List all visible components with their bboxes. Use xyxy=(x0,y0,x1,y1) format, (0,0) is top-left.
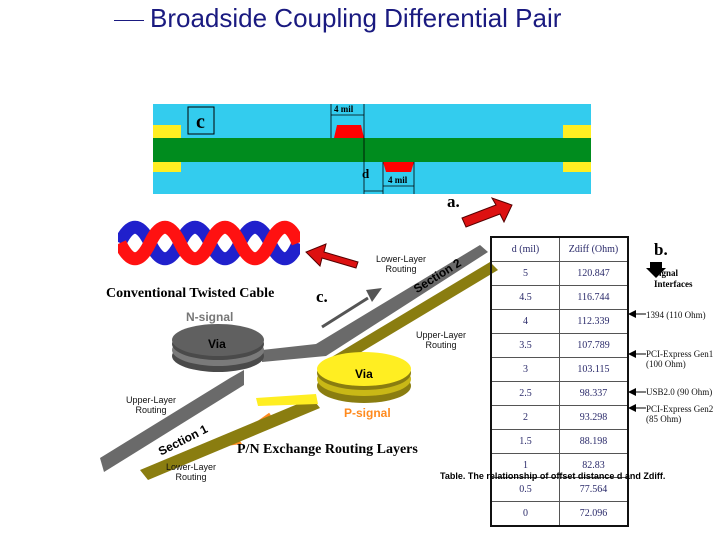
cell-d: 3.5 xyxy=(490,333,560,358)
cell-zdiff: 93.298 xyxy=(559,405,629,430)
cross-section-diagram xyxy=(153,104,591,194)
label-a: a. xyxy=(447,192,460,211)
interface-usb2: USB2.0 (90 Ohm) xyxy=(646,387,713,397)
header-d: d (mil) xyxy=(490,236,560,262)
top-width-label: 4 mil xyxy=(334,104,354,114)
signal-interfaces-label: Signal Interfaces xyxy=(654,268,693,289)
cell-d: 0.5 xyxy=(490,477,560,502)
right-pad-upper xyxy=(563,125,591,138)
cell-d: 5 xyxy=(490,261,560,286)
n-via-label: Via xyxy=(208,337,226,351)
twisted-cable xyxy=(118,220,300,266)
cell-zdiff: 103.115 xyxy=(559,357,629,382)
page-title: Broadside Coupling Differential Pair xyxy=(150,3,562,33)
offset-d-label: d xyxy=(362,166,370,181)
p-via-label: Via xyxy=(355,367,373,381)
cell-zdiff: 116.744 xyxy=(559,285,629,310)
label-c: c. xyxy=(316,287,328,306)
panel-c-box xyxy=(187,106,215,135)
top-trace xyxy=(334,125,364,138)
cell-zdiff: 107.789 xyxy=(559,333,629,358)
arrow-a xyxy=(461,197,513,228)
interface-pcie-gen2: PCI-Express Gen2 (85 Ohm) xyxy=(646,404,714,424)
p-route-section1 xyxy=(140,398,320,480)
upper-layer-routing-right: Upper-Layer Routing xyxy=(415,330,467,350)
cell-d: 2.5 xyxy=(490,381,560,406)
label-b: b. xyxy=(654,240,668,259)
ground-plane xyxy=(153,138,591,162)
n-route-section2 xyxy=(262,245,488,362)
cell-zdiff: 120.847 xyxy=(559,261,629,286)
table-caption: Table. The relationship of offset distan… xyxy=(440,471,666,481)
bottom-width-label: 4 mil xyxy=(388,175,408,185)
p-signal-label: P-signal xyxy=(344,406,391,420)
down-arrow-icon xyxy=(646,262,666,278)
p-wire xyxy=(118,220,300,266)
cell-zdiff: 72.096 xyxy=(559,501,629,527)
interface-pointers xyxy=(628,310,646,412)
left-pad-lower xyxy=(153,162,181,172)
panel-c-label: c xyxy=(196,111,205,133)
cell-zdiff: 88.198 xyxy=(559,429,629,454)
cell-d: 4.5 xyxy=(490,285,560,310)
title-rule xyxy=(114,20,144,21)
upper-layer-routing-left: Upper-Layer Routing xyxy=(125,395,177,415)
n-via xyxy=(172,324,264,356)
cell-d: 3 xyxy=(490,357,560,382)
p-route-section2 xyxy=(330,262,498,372)
cell-d: 1.5 xyxy=(490,429,560,454)
cell-zdiff: 112.339 xyxy=(559,309,629,334)
cell-zdiff: 77.564 xyxy=(559,477,629,502)
cell-zdiff: 98.337 xyxy=(559,381,629,406)
twisted-cable-caption: Conventional Twisted Cable xyxy=(106,286,275,301)
right-pad-lower xyxy=(563,162,591,172)
arrow-lower-layer xyxy=(321,296,369,329)
n-signal-label: N-signal xyxy=(186,310,234,324)
lower-layer-routing-top: Lower-Layer Routing xyxy=(375,254,427,274)
exchange-caption: P/N Exchange Routing Layers xyxy=(237,442,418,457)
lower-layer-routing-bottom: Lower-Layer Routing xyxy=(165,462,217,482)
header-zdiff: Zdiff (Ohm) xyxy=(559,236,629,262)
n-route-section1 xyxy=(100,370,244,472)
p-upper-stub xyxy=(256,394,318,406)
arrow-c xyxy=(305,243,359,269)
interface-1394: 1394 (110 Ohm) xyxy=(646,310,706,320)
p-via xyxy=(317,352,411,386)
cell-d: 0 xyxy=(490,501,560,527)
cell-d: 2 xyxy=(490,405,560,430)
cell-d: 4 xyxy=(490,309,560,334)
interface-pcie-gen1: PCI-Express Gen1 (100 Ohm) xyxy=(646,349,714,369)
table-header-row: d (mil) Zdiff (Ohm) xyxy=(490,236,629,262)
left-pad-upper xyxy=(153,125,181,138)
bottom-trace xyxy=(383,162,414,172)
